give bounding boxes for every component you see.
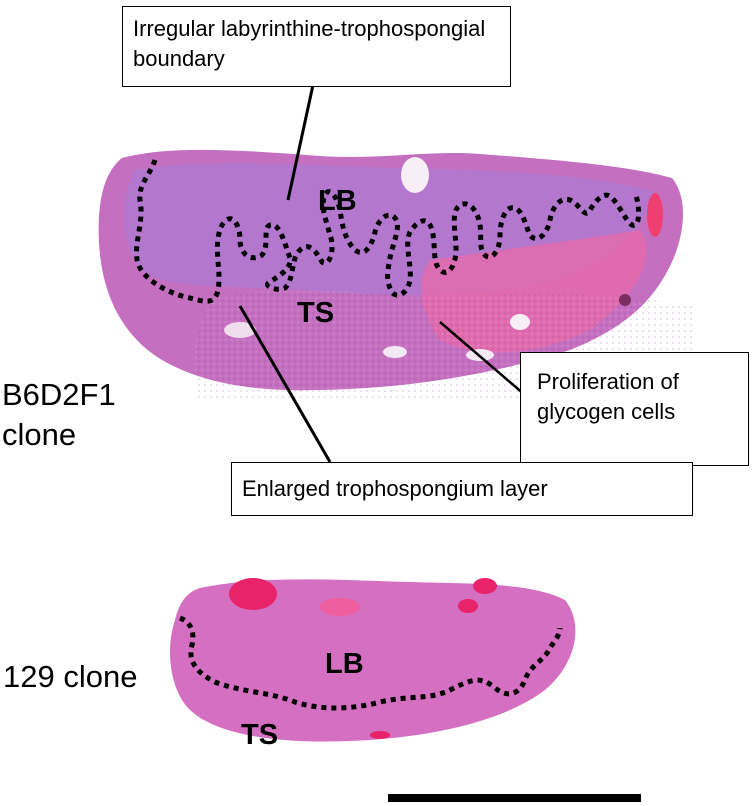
top-vessel xyxy=(401,157,429,193)
bottom-lb-label: LB xyxy=(325,648,364,680)
top-boundary-dotted-line xyxy=(134,159,642,304)
trophospongium-leader-line xyxy=(238,305,332,463)
glycogen-leader-line xyxy=(439,321,526,396)
top-vessel xyxy=(224,322,256,338)
glycogen-callout: Proliferation of glycogen cells xyxy=(520,352,749,466)
boundary-leader-line xyxy=(286,84,315,201)
top-vessel xyxy=(383,346,407,358)
top-sample-label: B6D2F1 clone xyxy=(2,375,116,455)
bottom-placenta-section xyxy=(165,570,585,750)
bottom-blood-clot xyxy=(473,578,497,594)
top-sample-label-line1: B6D2F1 xyxy=(2,377,116,412)
bottom-vessel xyxy=(370,731,390,739)
boundary-callout-text: Irregular labyrinthine-trophospongial bo… xyxy=(133,16,486,71)
bottom-ts-label: TS xyxy=(241,719,279,751)
top-ts-label: TS xyxy=(297,297,335,329)
bottom-vessel xyxy=(320,598,360,616)
top-lb-label: LB xyxy=(318,185,357,217)
boundary-callout: Irregular labyrinthine-trophospongial bo… xyxy=(122,6,511,87)
bottom-blood-clot xyxy=(229,578,277,610)
trophospongium-callout: Enlarged trophospongium layer xyxy=(231,462,693,516)
bottom-sample-label: 129 clone xyxy=(3,659,138,694)
bottom-tissue-body xyxy=(170,579,576,742)
top-placenta-section xyxy=(95,84,695,463)
bottom-boundary-dotted-line xyxy=(178,615,563,711)
trophospongium-callout-text: Enlarged trophospongium layer xyxy=(242,476,548,501)
glycogen-callout-text: Proliferation of glycogen cells xyxy=(537,369,679,424)
scale-bar xyxy=(388,794,641,802)
bottom-blood-clot xyxy=(458,599,478,613)
top-sample-label-line2: clone xyxy=(2,417,77,452)
top-blood-clot xyxy=(647,193,663,237)
top-vessel xyxy=(510,314,530,330)
top-vessel xyxy=(619,294,631,306)
